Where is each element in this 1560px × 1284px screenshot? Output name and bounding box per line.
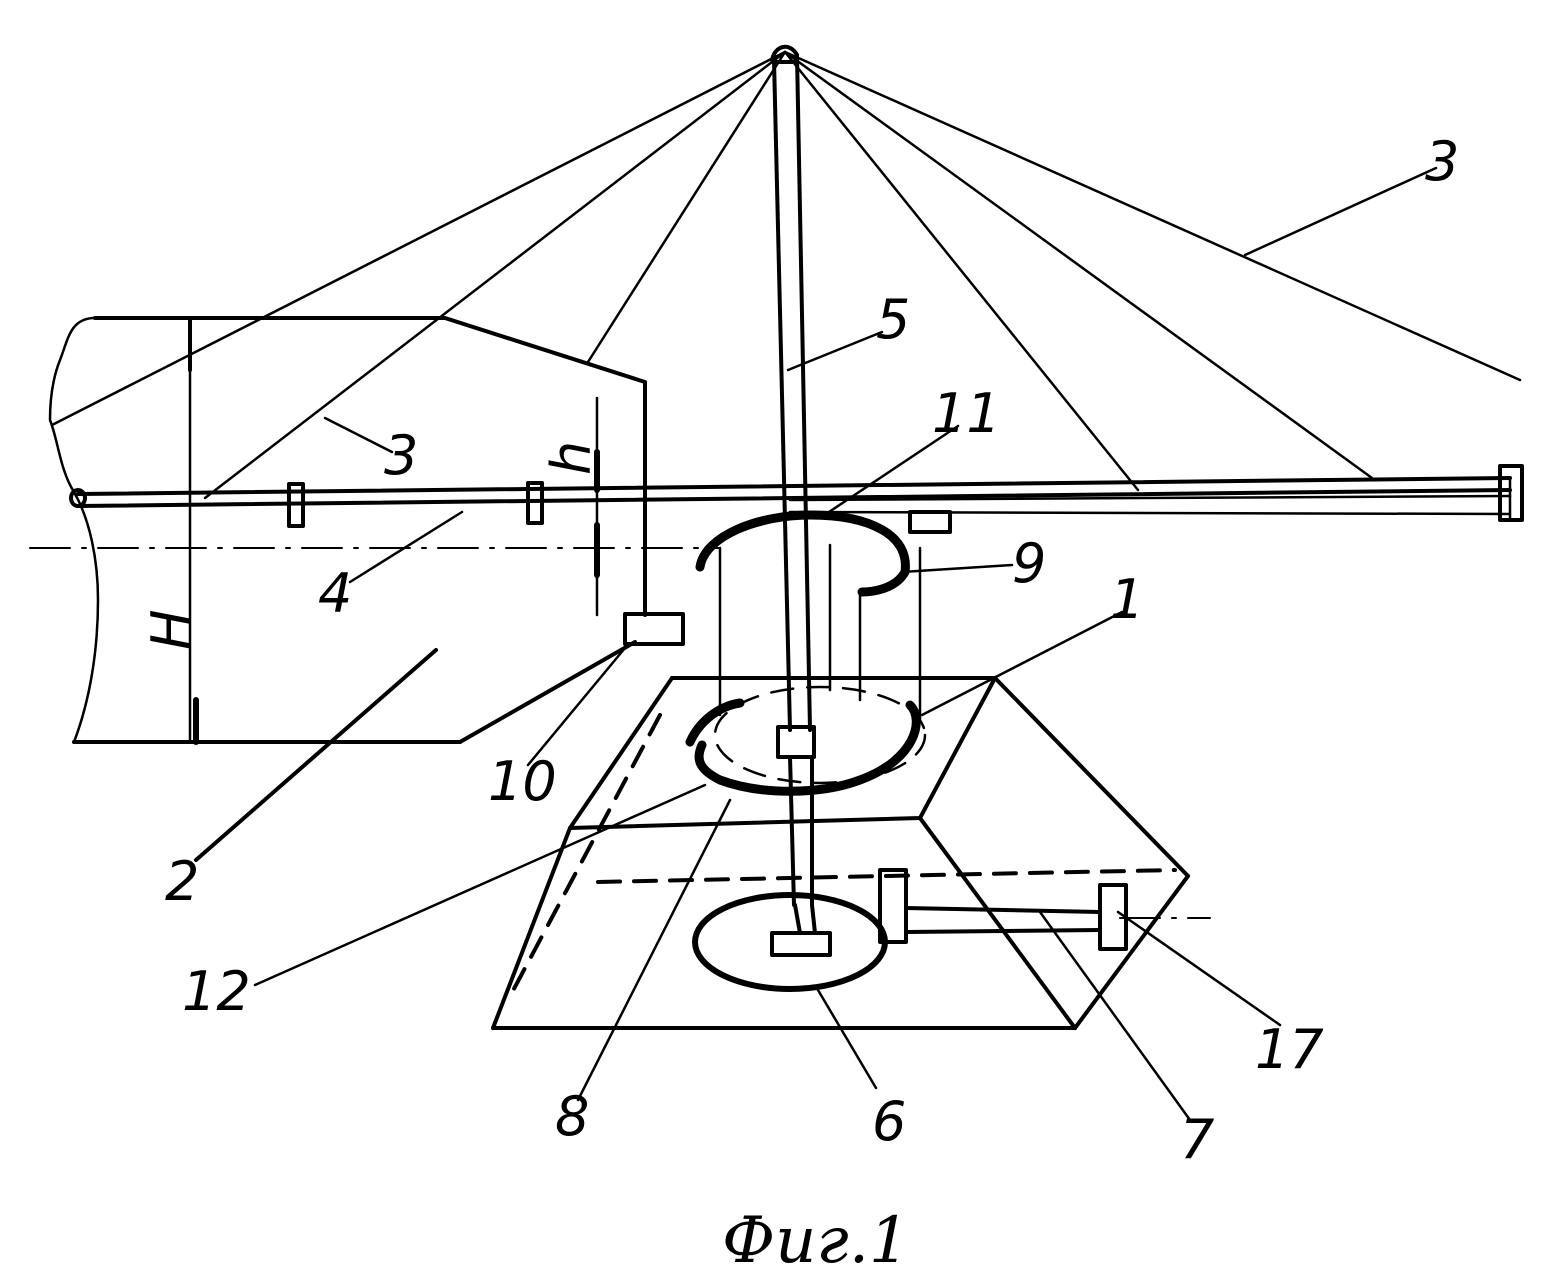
label-9: 9 — [1012, 532, 1046, 595]
guy-wires — [52, 52, 1520, 498]
label-4: 4 — [318, 562, 352, 625]
label-6: 6 — [872, 1090, 906, 1153]
label-11: 11 — [932, 382, 1001, 445]
drive-assembly — [695, 870, 1126, 989]
fitting-11 — [910, 512, 950, 532]
label-7: 7 — [1180, 1108, 1214, 1171]
label-1: 1 — [1110, 568, 1144, 631]
base-platform — [493, 678, 1188, 1028]
label-10: 10 — [488, 750, 557, 813]
label-5: 5 — [876, 288, 910, 351]
dim-H-label: H — [140, 609, 203, 650]
label-12: 12 — [182, 960, 251, 1023]
leader-lines — [196, 168, 1436, 1120]
label-2: 2 — [165, 850, 199, 913]
label-8: 8 — [555, 1085, 589, 1148]
dim-h-label: h — [540, 441, 603, 475]
figure-caption: Фиг.1 — [722, 1204, 910, 1278]
dimension-h: h — [540, 398, 603, 615]
label-3-left: 3 — [384, 424, 418, 487]
label-17: 17 — [1255, 1018, 1324, 1081]
dimension-H: H — [140, 318, 203, 742]
label-3-right: 3 — [1425, 130, 1459, 193]
unit-10 — [625, 614, 683, 644]
